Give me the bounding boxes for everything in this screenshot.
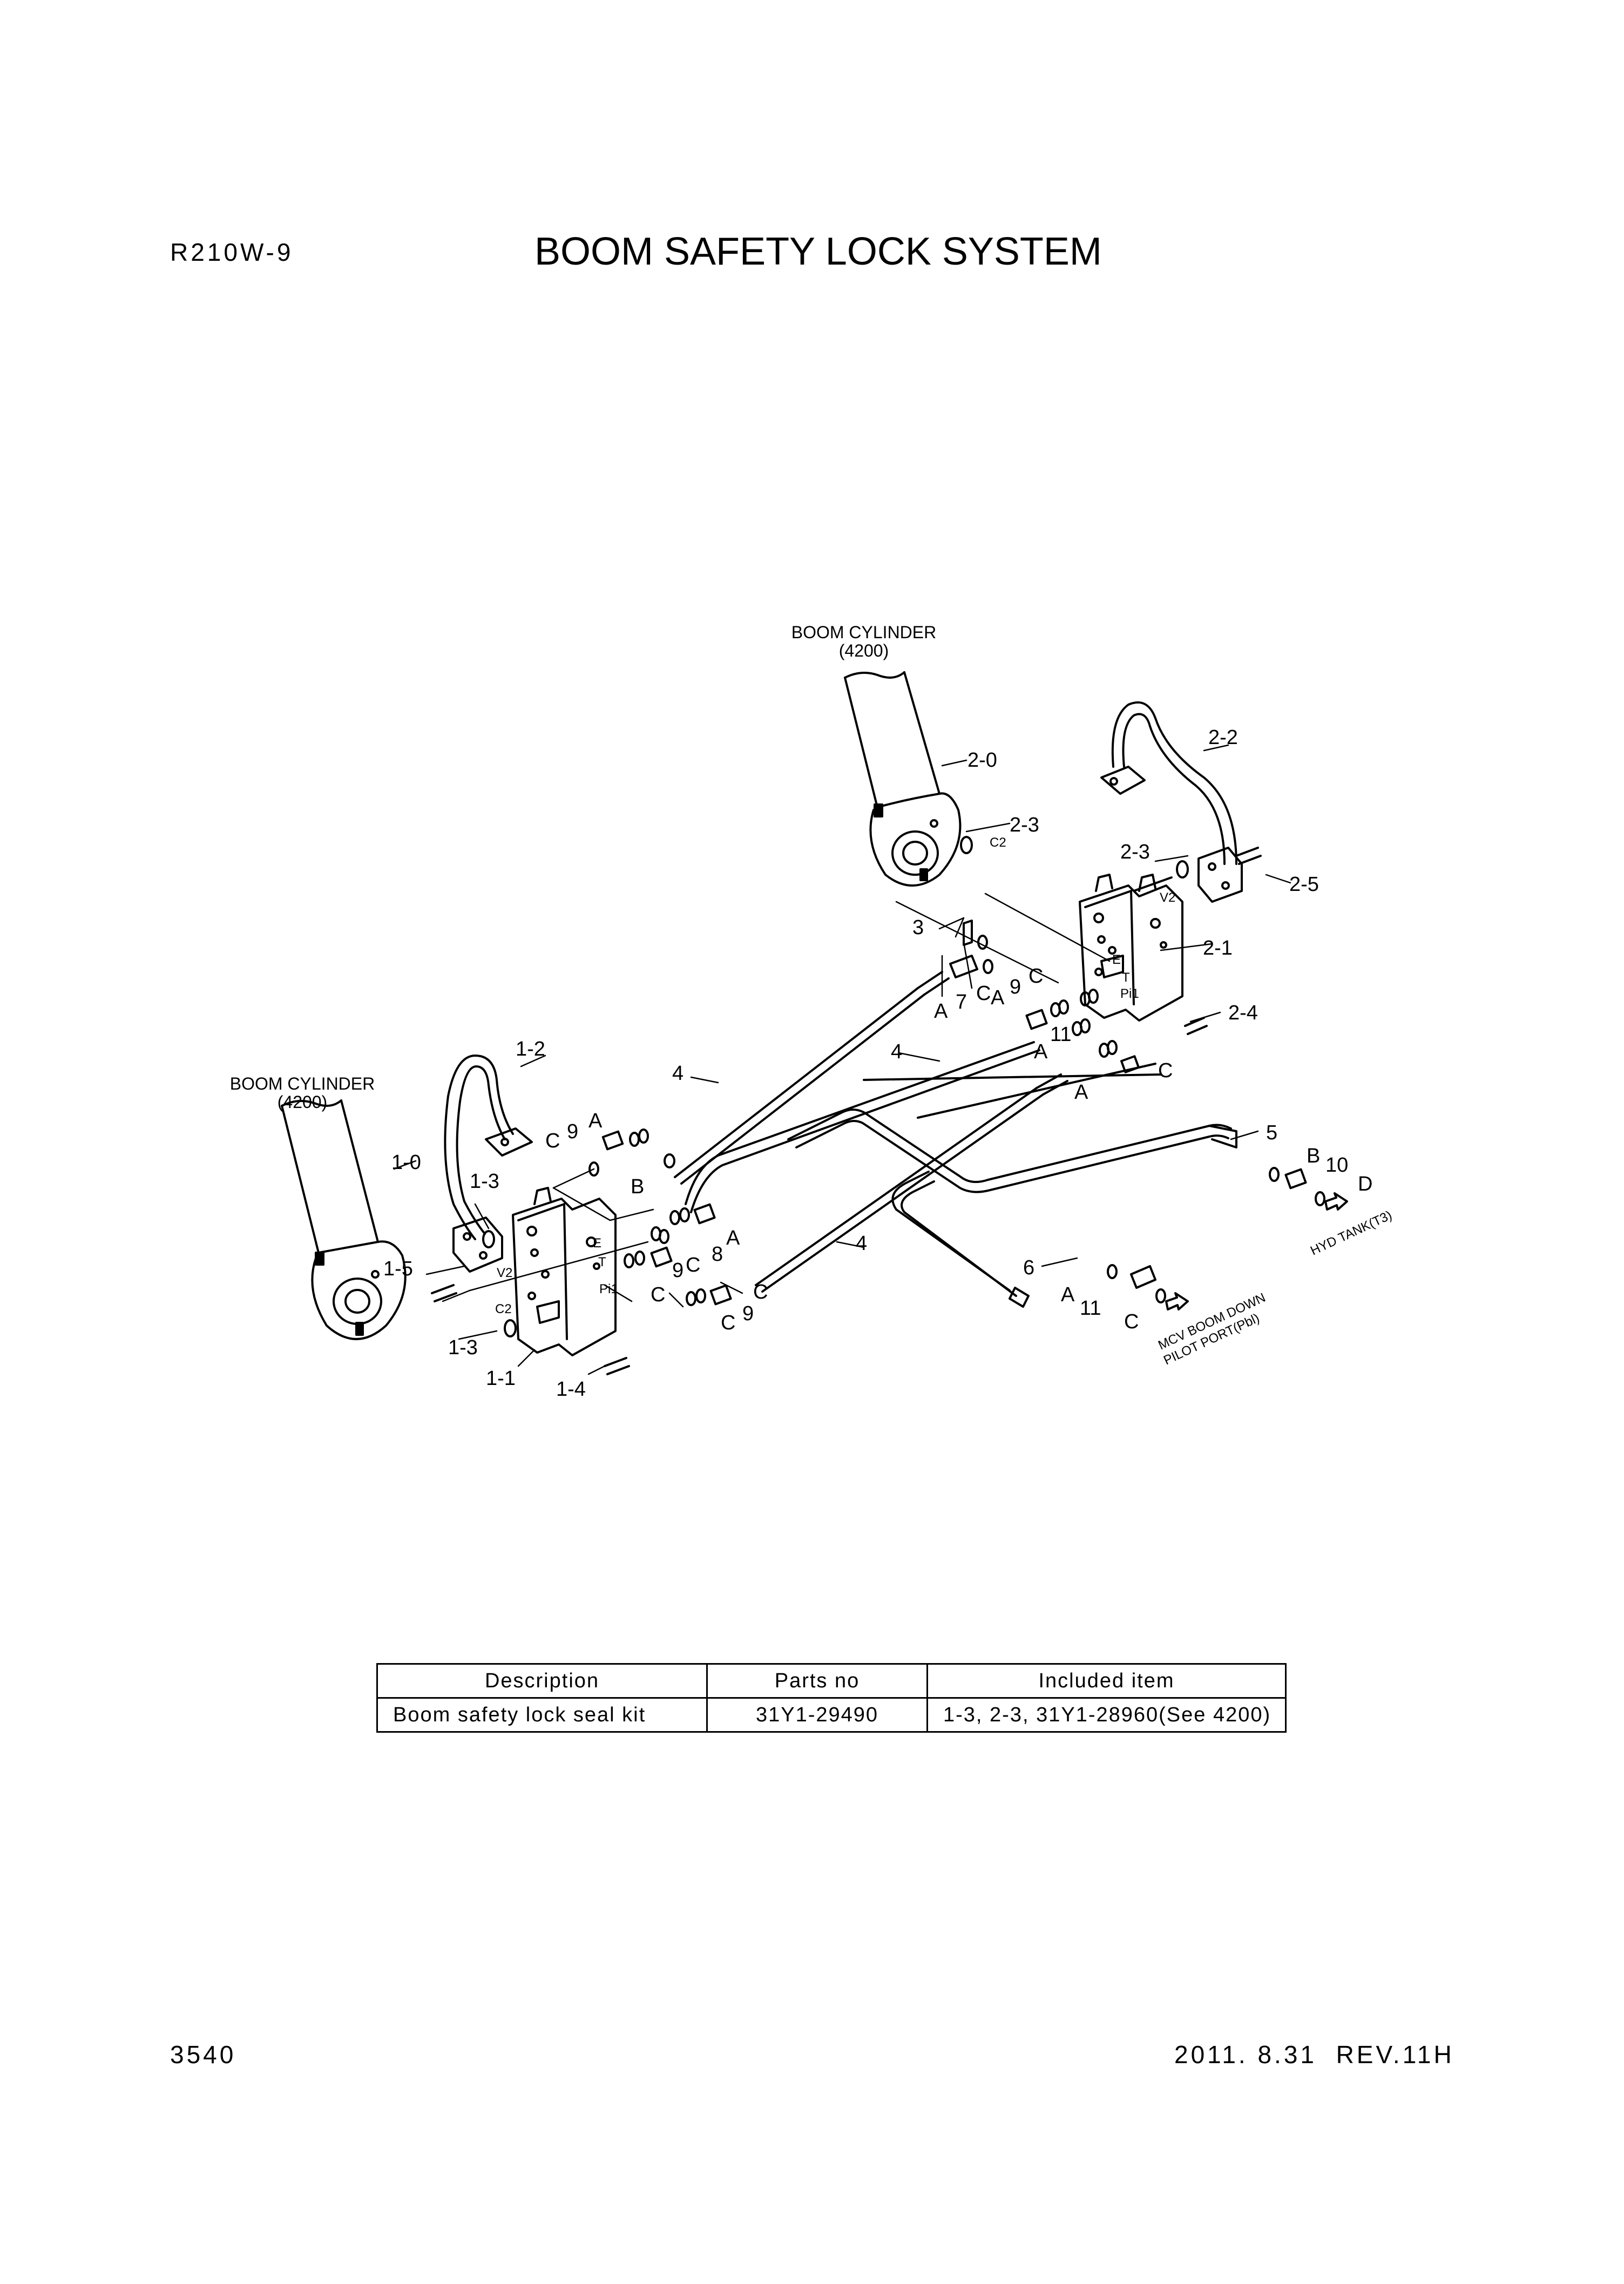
- upper-safety-valve: [1079, 874, 1183, 1022]
- callout-1-3-lower: 1-3: [448, 1336, 478, 1359]
- port-v2-upper: V2: [1160, 890, 1175, 905]
- callout-1-5: 1-5: [383, 1258, 413, 1280]
- port-e-upper: E: [1112, 952, 1121, 967]
- letter-b-2: B: [1307, 1145, 1320, 1167]
- callout-2-3-upper: 2-3: [1010, 814, 1039, 836]
- column-header-included-item: Included item: [926, 1663, 1287, 1699]
- callout-2-4: 2-4: [1228, 1002, 1258, 1024]
- label-boom-cylinder-lower: BOOM CYLINDER: [230, 1074, 375, 1093]
- callout-1-3-upper: 1-3: [470, 1170, 499, 1193]
- column-header-parts-no: Parts no: [706, 1663, 928, 1699]
- label-boom-cylinder-lower-ref: (4200): [278, 1092, 328, 1112]
- port-t-lower: T: [598, 1255, 606, 1269]
- pipes: [787, 1063, 1237, 1308]
- hoses: [674, 971, 1068, 1293]
- letter-c-9: C: [1124, 1310, 1139, 1333]
- callout-4-lower: 4: [856, 1232, 867, 1255]
- letter-a-4: A: [991, 986, 1005, 1009]
- letter-d: D: [1358, 1173, 1372, 1195]
- seal-kit-table: Description Parts no Included item Boom …: [376, 1663, 1287, 1733]
- port-pi1-upper: Pi1: [1120, 986, 1139, 1001]
- model-code: R210W-9: [170, 238, 294, 266]
- cell-included-item: 1-3, 2-3, 31Y1-28960(See 4200): [926, 1697, 1287, 1733]
- arrows: [1165, 1192, 1348, 1310]
- callout-2-2: 2-2: [1208, 726, 1238, 749]
- callout-10: 10: [1325, 1154, 1348, 1177]
- callout-1-2: 1-2: [516, 1038, 545, 1060]
- port-e-lower: E: [593, 1236, 601, 1251]
- label-hyd-tank: HYD TANK(T3): [1308, 1208, 1394, 1258]
- port-v2-lower: V2: [497, 1266, 512, 1280]
- letter-b-1: B: [631, 1175, 644, 1198]
- callout-11-lower: 11: [1080, 1297, 1101, 1320]
- letter-c-3: C: [651, 1283, 665, 1306]
- letter-c-8: C: [1158, 1059, 1173, 1082]
- callout-2-1: 2-1: [1203, 937, 1233, 959]
- letter-c-5: C: [753, 1281, 768, 1303]
- callout-9-b: 9: [672, 1259, 684, 1282]
- lower-tube: [444, 1055, 533, 1273]
- letter-c-7: C: [1028, 965, 1043, 988]
- page-title: BOOM SAFETY LOCK SYSTEM: [534, 230, 1102, 273]
- port-t-upper: T: [1122, 970, 1130, 985]
- lower-safety-valve: [512, 1187, 617, 1356]
- table-row: Boom safety lock seal kit 31Y1-29490 1-3…: [376, 1697, 1287, 1733]
- callout-9-c: 9: [742, 1302, 754, 1325]
- letter-c-2: C: [686, 1254, 700, 1276]
- letter-c-6: C: [976, 982, 991, 1005]
- callout-4-middle: 4: [891, 1040, 902, 1063]
- callout-11-upper: 11: [1050, 1023, 1071, 1046]
- callout-1-1: 1-1: [486, 1367, 516, 1390]
- callout-9-d: 9: [1010, 976, 1021, 998]
- callout-8: 8: [712, 1243, 723, 1266]
- page-number: 3540: [170, 2040, 236, 2069]
- port-c2-upper: C2: [990, 835, 1006, 850]
- callout-3: 3: [912, 916, 924, 939]
- callout-2-5: 2-5: [1289, 873, 1319, 896]
- callout-7: 7: [956, 991, 967, 1013]
- letter-a-6: A: [1074, 1081, 1088, 1104]
- label-boom-cylinder-upper: BOOM CYLINDER: [791, 623, 936, 642]
- leader-lines: [393, 744, 1291, 1375]
- callout-4-left: 4: [672, 1062, 684, 1085]
- callout-1-0: 1-0: [391, 1151, 421, 1174]
- port-pi1-lower: Pi1: [599, 1282, 618, 1296]
- upper-tube: [1100, 701, 1243, 903]
- letter-a-5: A: [1034, 1040, 1048, 1063]
- callout-9-a: 9: [567, 1120, 578, 1143]
- column-header-description: Description: [376, 1663, 708, 1699]
- callout-2-0: 2-0: [967, 749, 997, 772]
- letter-a-1: A: [588, 1110, 603, 1132]
- table-header-row: Description Parts no Included item: [376, 1663, 1287, 1699]
- cell-parts-no: 31Y1-29490: [706, 1697, 928, 1733]
- letter-a-3: A: [934, 1000, 948, 1023]
- label-boom-cylinder-upper-ref: (4200): [839, 641, 889, 660]
- callout-6: 6: [1023, 1256, 1034, 1279]
- callout-5: 5: [1266, 1121, 1277, 1144]
- callout-1-4: 1-4: [556, 1378, 586, 1401]
- lower-boom-cylinder: [281, 1099, 407, 1340]
- letter-c-4: C: [721, 1312, 735, 1334]
- letter-c-1: C: [545, 1130, 560, 1152]
- cell-description: Boom safety lock seal kit: [376, 1697, 708, 1733]
- revision-date: 2011. 8.31 REV.11H: [1174, 2040, 1454, 2069]
- fittings: [431, 836, 1325, 1375]
- port-c2-lower: C2: [495, 1302, 512, 1316]
- callout-2-3-lower: 2-3: [1120, 841, 1150, 863]
- letter-a-7: A: [1061, 1283, 1075, 1306]
- letter-a-2: A: [726, 1227, 740, 1249]
- upper-boom-cylinder: [844, 671, 962, 887]
